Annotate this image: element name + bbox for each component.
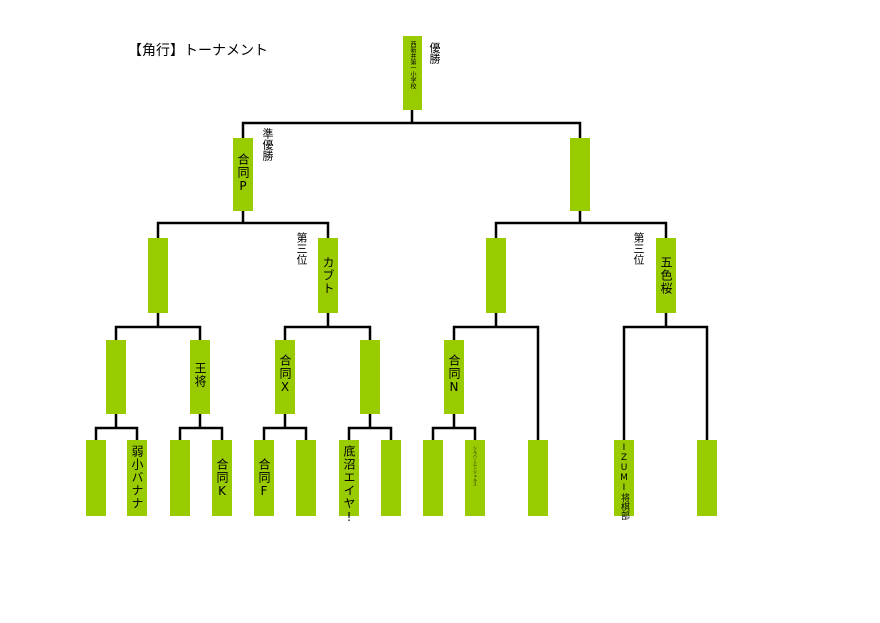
tournament-title: 【角行】トーナメント (128, 43, 268, 59)
runner-up-label: 準優勝 (261, 128, 274, 161)
team-box-r2-4 (360, 340, 380, 414)
team-box-r1-2: 弱小バナナ (127, 440, 147, 516)
team-box-r1-9 (423, 440, 443, 516)
team-name-r1-4: 合同K (215, 458, 229, 499)
team-box-r2-3: 合同X (275, 340, 295, 414)
team-box-r1-13 (697, 440, 717, 516)
team-box-r1-4: 合同K (212, 440, 232, 516)
bracket-line-r2-2 (178, 412, 224, 442)
team-box-r1-11 (528, 440, 548, 516)
bracket-line-qf2 (283, 311, 372, 342)
champion-label: 優勝 (428, 42, 441, 64)
third-place-label-left: 第三位 (295, 232, 308, 265)
team-name-r2-2: 王将 (193, 362, 207, 388)
team-box-r1-3 (170, 440, 190, 516)
bracket-line-r2-4 (347, 412, 393, 442)
team-name-r1-2: 弱小バナナ (130, 445, 144, 510)
team-box-r2-1 (106, 340, 126, 414)
bracket-line-r2-5 (431, 412, 477, 442)
team-box-sf-right (570, 138, 590, 211)
team-box-r1-6 (296, 440, 316, 516)
team-box-r1-7: 底沼エイヤ! (339, 440, 359, 525)
team-box-qf3 (486, 238, 506, 313)
bracket-line-qf1 (114, 311, 202, 342)
bracket-line-sf-right (494, 209, 668, 240)
team-name-r2-3: 合同X (278, 354, 292, 395)
team-name-r1-12: IZUMI将棋部 (619, 443, 629, 520)
team-box-r1-12: IZUMI将棋部 (614, 440, 634, 520)
bracket-line-qf4 (622, 311, 709, 442)
team-box-qf4: 五色桜 (656, 238, 676, 313)
bracket-line-final (241, 108, 582, 140)
team-box-r2-2: 王将 (190, 340, 210, 414)
team-box-qf2: カブト (318, 238, 338, 313)
team-name-r1-5: 合同F (257, 458, 271, 499)
bracket-line-r2-3 (262, 412, 308, 442)
team-box-r1-5: 合同F (254, 440, 274, 516)
bracket-line-sf-left (156, 209, 330, 240)
team-box-winner: 西新井第一小学校 (403, 36, 422, 110)
team-name-sf-left: 合同P (236, 153, 250, 194)
team-box-qf1 (148, 238, 168, 313)
bracket-line-r2-1 (94, 412, 139, 442)
third-place-label-right: 第三位 (632, 232, 645, 265)
team-box-r1-10: シルバーエンジェルス (465, 440, 485, 516)
team-box-r2-5: 合同N (444, 340, 464, 414)
team-name-qf4: 五色桜 (659, 256, 673, 295)
team-name-qf2: カブト (321, 256, 335, 295)
team-box-r1-1 (86, 440, 106, 516)
team-box-sf-left: 合同P (233, 138, 253, 211)
team-name-winner: 西新井第一小学校 (409, 41, 416, 89)
team-name-r1-10: シルバーエンジェルス (473, 446, 478, 486)
team-name-r2-5: 合同N (447, 354, 461, 395)
team-box-r1-8 (381, 440, 401, 516)
team-name-r1-7: 底沼エイヤ! (342, 445, 356, 525)
bracket-line-qf3 (452, 311, 540, 442)
